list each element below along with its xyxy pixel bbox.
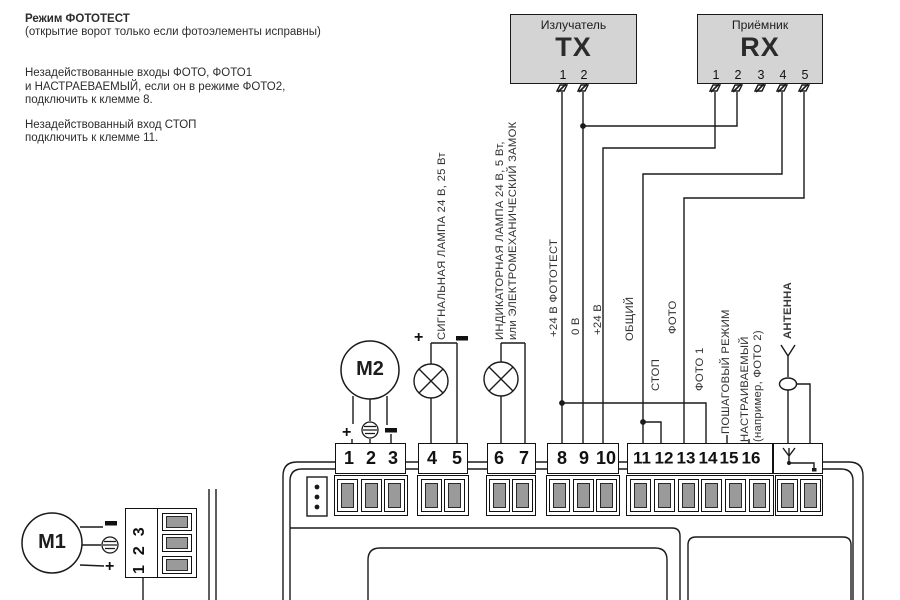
terminal-10: 10: [595, 447, 617, 468]
label-terminal9: 0 В: [570, 317, 582, 335]
screw-block-6-7: [486, 475, 536, 516]
note-para2-line1: Незадействованный вход СТОП: [25, 119, 197, 132]
terminal-box-11-16: 11 12 13 14 15 16: [627, 443, 773, 474]
antenna-terminal-icon: [782, 447, 817, 472]
m1-terminal-3: 3: [131, 527, 148, 537]
terminal-box-4-5: 4 5: [418, 443, 468, 474]
motor-m2-label: M2: [356, 358, 384, 380]
terminal-box-6-7: 6 7: [487, 443, 536, 474]
m2-minus-symbol: [385, 428, 397, 433]
terminal-6: 6: [493, 447, 505, 468]
motor-m1-label: M1: [38, 531, 66, 553]
m2-earth-icon: [361, 421, 379, 439]
note-para1-line3: подключить к клемме 8.: [25, 93, 153, 106]
terminal-15: 15: [719, 447, 739, 467]
terminal-13: 13: [676, 447, 696, 467]
m1-terminal-2: 2: [131, 546, 148, 556]
screw-block-4-5: [417, 475, 469, 516]
rx-terminal-1: 1: [712, 68, 720, 82]
note-title: Режим ФОТОТЕСТ: [25, 13, 130, 25]
screw-block-1-3: [334, 475, 408, 516]
terminal-box-1-3: 1 2 3: [335, 443, 406, 474]
terminal-box-8-10: 8 9 10: [547, 443, 619, 474]
note-para1-line2: и НАСТРАЕВАЕМЫЙ, если он в режиме ФОТО2,: [25, 80, 286, 93]
label-terminal10: +24 В: [592, 303, 604, 335]
indicator-lamp-circuit: [483, 342, 526, 443]
screw-block-11-16: [626, 475, 774, 516]
terminal-16: 16: [741, 447, 761, 467]
rx-receiver-box: Приёмник RX 1 2 3 4 5: [697, 14, 823, 84]
rx-terminal-2: 2: [734, 68, 742, 82]
terminal-11: 11: [633, 447, 651, 467]
label-terminal12: СТОП: [650, 358, 662, 391]
motor-m2-symbol: [340, 340, 400, 443]
m1-minus-symbol: [105, 521, 117, 526]
signal-lamp-circuit: [413, 342, 458, 443]
tx-terminal-1: 1: [559, 68, 567, 82]
m1-screw-column: [157, 509, 196, 577]
rx-terminal-3: 3: [757, 68, 765, 82]
tx-code: TX: [555, 32, 592, 62]
tx-terminal-2: 2: [580, 68, 588, 82]
rx-terminal-5: 5: [801, 68, 809, 82]
label-terminal15: ПОШАГОВЫЙ РЕЖИМ: [720, 309, 732, 434]
m1-terminal-numbers: 1 2 3: [131, 527, 149, 574]
terminal-4: 4: [426, 447, 438, 468]
label-terminal16-note: (например, ФОТО 2): [752, 330, 764, 442]
junction-dots: [559, 123, 646, 425]
label-terminal8: +24 В ФОТОТЕСТ: [548, 238, 560, 337]
rx-title: Приёмник: [731, 18, 789, 32]
label-signal-lamp: СИГНАЛЬНАЯ ЛАМПА 24 В, 25 Вт: [436, 152, 448, 340]
terminal-1: 1: [343, 447, 355, 468]
wire-rx4-to-terminal11: [642, 92, 783, 443]
label-terminal14: ФОТО 1: [694, 347, 706, 391]
wire-tx2-to-rx2: [583, 92, 738, 127]
terminal-7: 7: [518, 447, 530, 468]
label-terminal11: ОБЩИЙ: [624, 296, 636, 341]
jumper-connector: [306, 476, 328, 517]
wire-terminal8-to-terminal14: [562, 402, 707, 443]
wire-rx1-to-terminal10: [602, 92, 716, 443]
terminal-3: 3: [387, 447, 399, 468]
terminal-5: 5: [451, 447, 463, 468]
label-terminal16: НАСТРАИВАЕМЫЙ: [739, 336, 751, 442]
terminal-8: 8: [556, 447, 568, 468]
terminal-12: 12: [654, 447, 674, 467]
terminal-9: 9: [578, 447, 590, 468]
wires: [561, 92, 805, 443]
screw-block-8-10: [546, 475, 620, 516]
notes-block: Режим ФОТОТЕСТ (открытие ворот только ес…: [25, 8, 425, 145]
terminal-14: 14: [698, 447, 718, 467]
m2-plus-symbol: +: [342, 424, 352, 441]
m1-terminal-block: [125, 508, 197, 578]
enclosure-edge-lines: [208, 489, 217, 600]
tx-title: Излучатель: [540, 18, 607, 32]
txrx-screw-contacts: [555, 83, 811, 93]
label-terminal13: ФОТО: [667, 300, 679, 334]
terminal-box-antenna: [773, 443, 823, 474]
m1-earth-icon: [101, 536, 119, 554]
m1-terminal-1: 1: [131, 565, 148, 574]
rx-terminal-4: 4: [779, 68, 787, 82]
lamp-plus-symbol: +: [414, 329, 424, 346]
motor-m1-symbol: [21, 512, 144, 600]
label-indicator-lamp-1: ИНДИКАТОРНАЯ ЛАМПА 24 В, 5 Вт,: [494, 141, 506, 340]
screw-block-antenna: [775, 475, 823, 516]
label-antenna: АНТЕННА: [782, 282, 794, 339]
note-para2-line2: подключить к клемме 11.: [25, 132, 159, 145]
terminal-2: 2: [365, 447, 377, 468]
wire-terminal11-to-terminal12: [643, 421, 662, 443]
antenna-symbol: [778, 344, 811, 443]
label-indicator-lamp-2: или ЭЛЕКТРОМЕХАНИЧЕСКИЙ ЗАМОК: [507, 121, 519, 340]
note-para1-line1: Незадействованные входы ФОТО, ФОТО1: [25, 67, 253, 80]
rx-code: RX: [740, 32, 780, 62]
m1-plus-symbol: +: [105, 558, 115, 575]
tx-emitter-box: Излучатель TX 1 2: [510, 14, 637, 84]
wire-rx5-to-terminal13: [683, 92, 805, 443]
note-subtitle: (открытие ворот только если фотоэлементы…: [25, 26, 321, 39]
